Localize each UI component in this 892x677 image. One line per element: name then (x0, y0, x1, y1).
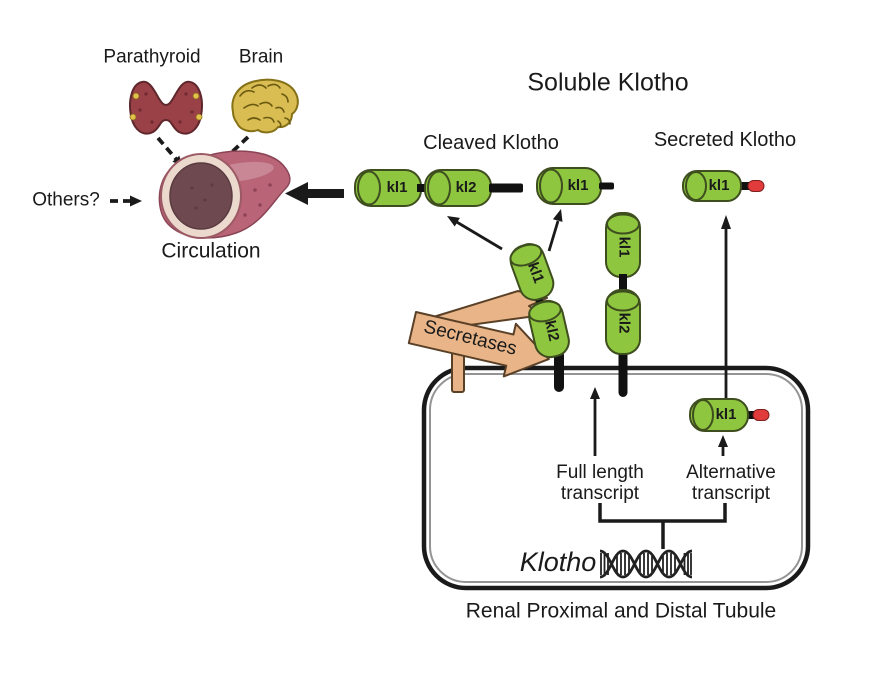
alt-red-tip (752, 409, 770, 421)
membrane-kl1-label: kl1 (615, 236, 633, 258)
soluble-klotho-title: Soluble Klotho (527, 68, 689, 97)
dna-helix-icon (599, 549, 693, 579)
intermediate-kl1-cylinder (509, 243, 555, 301)
secreted-klotho-label: Secreted Klotho (653, 129, 797, 151)
arrow-alternative-transcript (718, 435, 728, 456)
membrane-kl2-label: kl2 (615, 312, 633, 334)
secretases-arrow-sign (407, 311, 550, 378)
transcript-bracket (598, 503, 727, 549)
dashed-arrow-others (110, 195, 142, 207)
alt-kl1-cylinder (689, 398, 770, 432)
membrane-kl2-cylinder (605, 289, 641, 355)
membrane-stalk (618, 350, 628, 397)
parathyroid-label: Parathyroid (103, 46, 201, 68)
cleaved-kl1-single-cylinder (536, 167, 602, 205)
alternative-line2: transcript (691, 483, 771, 504)
others-label: Others? (32, 189, 100, 211)
cleaved-kl2-tail (489, 183, 523, 193)
cleaved-kl2-cylinder (424, 169, 492, 207)
vessel-lumen (169, 162, 233, 230)
parathyroid-gland-illustration (129, 80, 203, 135)
brain-label: Brain (238, 46, 284, 68)
secreted-red-tip (747, 180, 765, 192)
cleaved-kl1-single-tail (599, 182, 614, 190)
cleaved-kl2-label: kl2 (455, 178, 477, 196)
thick-arrow-to-circulation (285, 182, 344, 205)
klotho-gene-label: Klotho (519, 547, 597, 578)
cell-caption: Renal Proximal and Distal Tubule (465, 599, 777, 623)
arrow-to-cleaved-kl1kl2 (447, 216, 503, 251)
arrow-to-secreted-klotho (721, 215, 731, 398)
secreted-kl1-cylinder (682, 170, 765, 202)
full-length-line2: transcript (560, 483, 640, 504)
cleaved-kl1-label: kl1 (386, 178, 408, 196)
membrane-kl1-cylinder (605, 212, 641, 278)
full-length-transcript-label: Full length transcript (556, 462, 644, 505)
intermediate-kl2-cylinder (528, 299, 570, 359)
alternative-transcript-label: Alternative transcript (686, 462, 776, 505)
secreted-kl1-label: kl1 (708, 176, 730, 194)
intermediate-kl2-label: kl2 (541, 318, 563, 343)
circulation-label: Circulation (161, 239, 261, 263)
cleaved-kl1-single-label: kl1 (567, 176, 589, 194)
membrane-kl1-kl2-connector (619, 274, 627, 292)
blood-vessel-illustration (158, 150, 291, 239)
alt-kl1-label: kl1 (715, 405, 737, 423)
brain-illustration (231, 78, 299, 134)
alternative-line1: Alternative (686, 462, 776, 484)
arrow-to-cleaved-kl1 (547, 209, 563, 252)
full-length-line1: Full length (556, 462, 644, 484)
cell-inner-line (429, 373, 803, 583)
arrow-full-length-transcript (590, 387, 600, 456)
cleaved-klotho-label: Cleaved Klotho (423, 132, 559, 154)
